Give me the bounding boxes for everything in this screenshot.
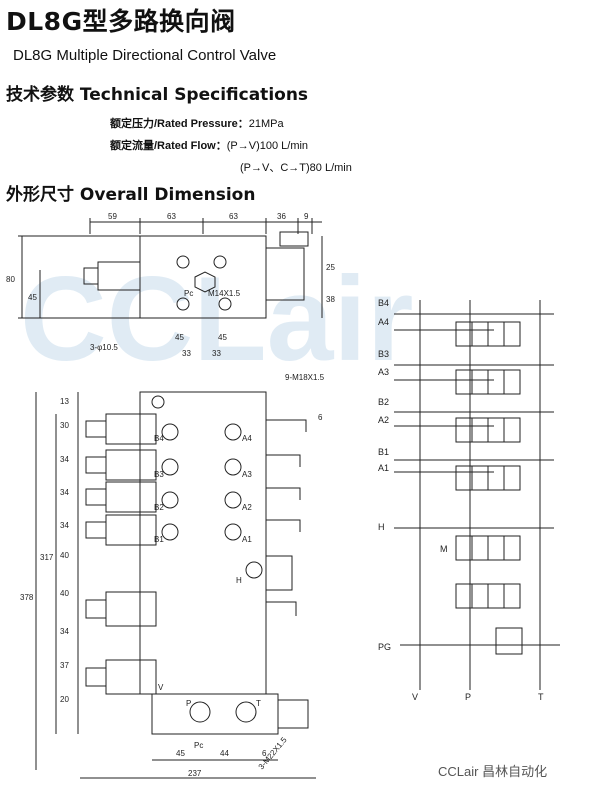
dim-right-25: 25 <box>326 263 335 272</box>
dim-mid-33b: 33 <box>212 349 221 358</box>
label-h: H <box>236 576 242 585</box>
label-pc-bottom: Pc <box>194 741 203 750</box>
rated-flow-label: 额定流量/Rated Flow： <box>110 140 227 152</box>
label-p: P <box>186 699 191 708</box>
section-2-actuator <box>105 481 157 513</box>
label-a3: A3 <box>242 470 252 479</box>
dim-left-80: 80 <box>6 275 15 284</box>
stack-dim-34b: 34 <box>60 488 69 497</box>
stack-dim-40b: 40 <box>60 589 69 598</box>
dim-mid-45a: 45 <box>175 333 184 342</box>
section-4-actuator <box>105 413 157 445</box>
dim-top-4: 36 <box>277 212 286 221</box>
port-h <box>245 561 263 579</box>
top-hole-1 <box>176 255 190 269</box>
rated-pressure-value: 21MPa <box>248 118 284 130</box>
stack-dim-34d: 34 <box>60 627 69 636</box>
dimension-heading: 外形尺寸 Overall Dimension <box>6 185 256 205</box>
specs-heading: 技术参数 Technical Specifications <box>6 85 309 105</box>
watermark-text: CCLair <box>20 252 413 386</box>
stack-dim-30: 30 <box>60 421 69 430</box>
label-b1: B1 <box>154 535 164 544</box>
sch-a1: A1 <box>378 463 389 473</box>
page-subtitle: DL8G Multiple Directional Control Valve <box>13 47 277 64</box>
sch-m: M <box>440 544 448 554</box>
sch-pg: PG <box>378 642 391 652</box>
section-m-actuator <box>105 659 157 695</box>
dim-bottom-45: 45 <box>176 749 185 758</box>
hydraulic-schematic <box>394 300 560 690</box>
footer-brand: CCLair 昌林自动化 <box>438 764 548 779</box>
section-1-actuator <box>105 514 157 546</box>
thread-top-label: M14X1.5 <box>208 289 241 298</box>
rated-flow: 额定流量/Rated Flow：(P→V)100 L/min <box>110 137 308 153</box>
sch-b3: B3 <box>378 349 389 359</box>
stack-dim-20: 20 <box>60 695 69 704</box>
dim-right-38: 38 <box>326 295 335 304</box>
label-a4: A4 <box>242 434 252 443</box>
sch-v: V <box>412 692 418 702</box>
dim-top-1: 59 <box>108 212 117 221</box>
port-pg-label: Pc <box>184 289 193 298</box>
total-378: 378 <box>20 593 34 602</box>
dim-bottom-44: 44 <box>220 749 229 758</box>
hole-note: 3-φ10.5 <box>90 343 118 352</box>
port-p <box>189 701 211 723</box>
dim-top-3: 63 <box>229 212 238 221</box>
label-a2: A2 <box>242 503 252 512</box>
page-title: DL8G型多路换向阀 <box>6 7 236 36</box>
sch-b2: B2 <box>378 397 389 407</box>
stack-dim-34c: 34 <box>60 521 69 530</box>
label-b2: B2 <box>154 503 164 512</box>
dim-mid-33a: 33 <box>182 349 191 358</box>
sch-p: P <box>465 692 471 702</box>
total-317: 317 <box>40 553 54 562</box>
rated-pressure-label: 额定压力/Rated Pressure： <box>110 118 249 130</box>
dim-top-5: 9 <box>304 212 309 221</box>
top-hole-3 <box>176 297 190 311</box>
top-hole-4 <box>218 297 232 311</box>
label-v: V <box>158 683 164 692</box>
dim-top-2: 63 <box>167 212 176 221</box>
sch-a4: A4 <box>378 317 389 327</box>
rated-flow-value-2: (P→V、C→T)80 L/min <box>240 162 352 174</box>
dim-left-45: 45 <box>28 293 37 302</box>
dim-bottom-237: 237 <box>188 769 202 778</box>
sch-a2: A2 <box>378 415 389 425</box>
port-b4 <box>161 423 179 441</box>
thread-mid-note: 9-M18X1.5 <box>285 373 325 382</box>
section-h-actuator <box>105 591 157 627</box>
sch-a3: A3 <box>378 367 389 377</box>
sch-b4: B4 <box>378 298 389 308</box>
stack-dim-13: 13 <box>60 397 69 406</box>
rated-pressure: 额定压力/Rated Pressure：21MPa <box>110 115 284 131</box>
sch-b1: B1 <box>378 447 389 457</box>
port-a4 <box>224 423 242 441</box>
label-b4: B4 <box>154 434 164 443</box>
stack-dim-34a: 34 <box>60 455 69 464</box>
dim-small-6: 6 <box>318 413 323 422</box>
stack-dim-40a: 40 <box>60 551 69 560</box>
top-hole-2 <box>213 255 227 269</box>
label-b3: B3 <box>154 470 164 479</box>
section-3-actuator <box>105 449 157 481</box>
sch-h: H <box>378 522 385 532</box>
stack-dim-37: 37 <box>60 661 69 670</box>
sch-t: T <box>538 692 544 702</box>
rated-flow-value-1: (P→V)100 L/min <box>226 140 309 152</box>
port-t <box>235 701 257 723</box>
label-a1: A1 <box>242 535 252 544</box>
dim-bottom-6: 6 <box>262 749 267 758</box>
label-t: T <box>256 699 261 708</box>
dim-mid-45b: 45 <box>218 333 227 342</box>
